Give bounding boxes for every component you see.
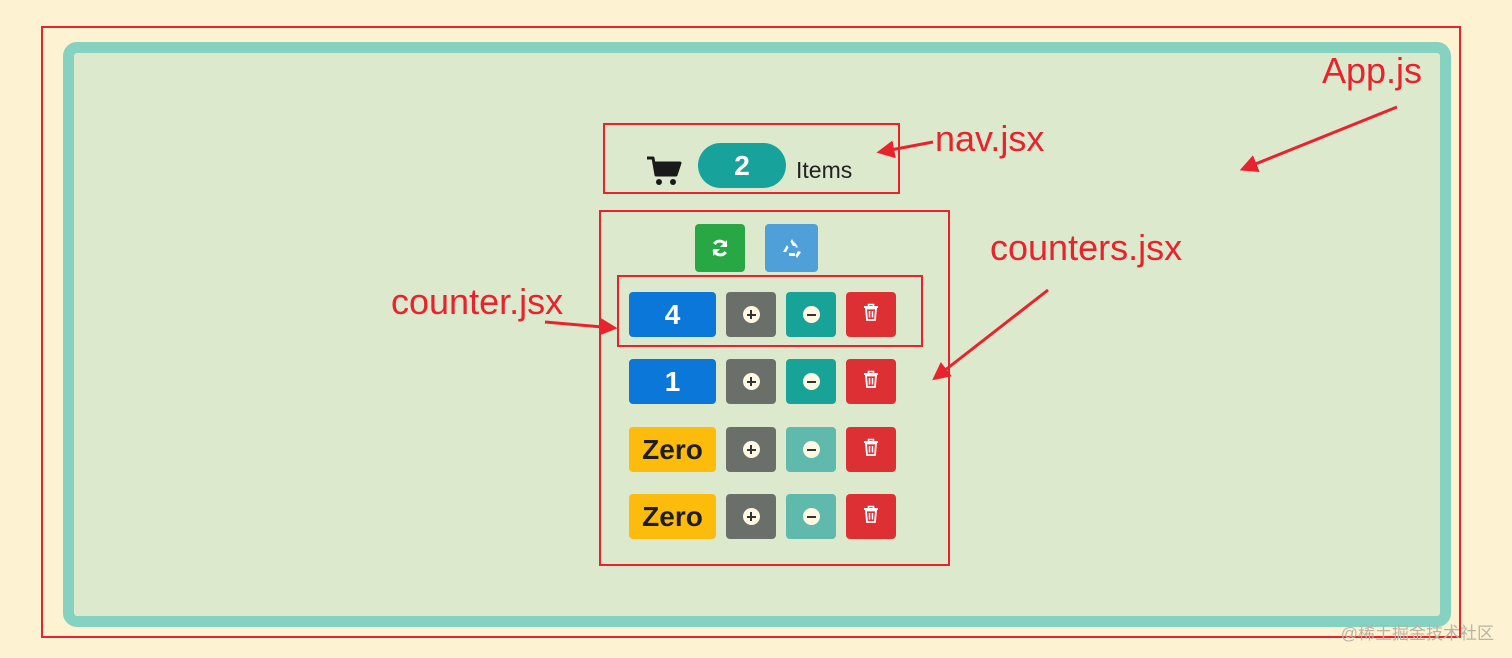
decrement-button[interactable] [786, 292, 836, 337]
minus-circle-icon [802, 441, 820, 458]
items-label: Items [796, 157, 853, 183]
counter-value-badge: Zero [629, 494, 716, 539]
minus-circle-icon [802, 306, 820, 323]
minus-circle-icon [802, 373, 820, 390]
increment-button[interactable] [726, 292, 776, 337]
increment-button[interactable] [726, 359, 776, 404]
shopping-cart-icon [647, 156, 682, 185]
plus-circle-icon [742, 306, 760, 323]
decrement-button[interactable] [786, 494, 836, 539]
app-annotation-label: App.js [1322, 50, 1423, 91]
counter-annotation-box [617, 275, 923, 347]
delete-button[interactable] [846, 359, 896, 404]
minus-circle-icon [802, 508, 820, 525]
counters-annotation-box [599, 210, 950, 566]
plus-circle-icon [742, 508, 760, 525]
plus-circle-icon [742, 373, 760, 390]
recycle-icon [782, 239, 801, 258]
trash-icon [863, 370, 879, 393]
refresh-icon [712, 239, 728, 257]
counter-annotation-label: counter.jsx [391, 281, 564, 322]
delete-button[interactable] [846, 292, 896, 337]
watermark: @稀土掘金技术社区 [1340, 624, 1494, 643]
nav-annotation-box [603, 123, 900, 194]
trash-icon [863, 303, 879, 326]
counter-value-badge: Zero [629, 427, 716, 472]
delete-button[interactable] [846, 494, 896, 539]
recycle-button[interactable] [765, 224, 818, 272]
trash-icon [863, 438, 879, 461]
counters-annotation-label: counters.jsx [990, 227, 1183, 268]
increment-button[interactable] [726, 494, 776, 539]
counter-value-badge: 1 [629, 359, 716, 404]
increment-button[interactable] [726, 427, 776, 472]
app-annotation-frame [41, 26, 1461, 638]
plus-circle-icon [742, 441, 760, 458]
decrement-button[interactable] [786, 427, 836, 472]
refresh-button[interactable] [695, 224, 745, 272]
cart-count-badge: 2 [698, 143, 786, 188]
nav-annotation-label: nav.jsx [935, 118, 1045, 159]
decrement-button[interactable] [786, 359, 836, 404]
trash-icon [863, 505, 879, 528]
delete-button[interactable] [846, 427, 896, 472]
counter-value-badge: 4 [629, 292, 716, 337]
